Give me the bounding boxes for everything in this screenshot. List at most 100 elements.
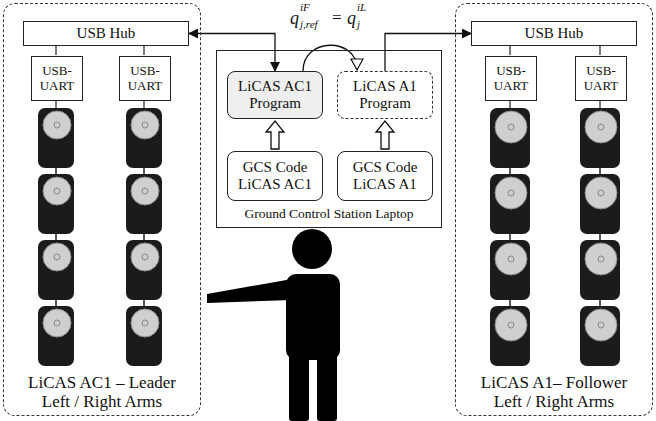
servo-axis: [54, 254, 60, 260]
servo-body: [38, 108, 74, 168]
usb-link: [385, 34, 471, 72]
servo-axis: [142, 320, 148, 326]
servo-axis: [598, 256, 604, 262]
servo-axis: [598, 124, 604, 130]
link: [55, 234, 57, 240]
box-label: LiCAS A1 Program: [344, 78, 426, 112]
box-label: USB Hub: [525, 25, 584, 42]
wire: [143, 45, 144, 55]
servo-body: [38, 306, 74, 366]
equation-term: j,ref: [300, 19, 318, 30]
servo-horn: [131, 309, 159, 337]
code-box: GCS Code LiCAS A1: [337, 151, 433, 201]
group-label: LiCAS AC1 – Leader Left / Right Arms: [27, 373, 177, 411]
servo-horn: [495, 177, 527, 209]
wire: [143, 100, 144, 108]
servo-axis: [508, 124, 514, 130]
servo-axis: [598, 322, 604, 328]
usb-uart-box: USB-UART: [575, 56, 627, 101]
servo-horn: [585, 177, 617, 209]
servo-horn: [585, 243, 617, 275]
arm: [207, 279, 292, 303]
wire: [55, 45, 56, 55]
equation-term: j: [357, 19, 360, 30]
servo-body: [38, 174, 74, 234]
leg: [289, 350, 309, 421]
servo-chains: [38, 100, 620, 366]
box-label: GCS Code LiCAS AC1: [234, 159, 316, 193]
link: [55, 300, 57, 306]
usb-hub-box: USB Hub: [471, 21, 637, 46]
servo-axis: [54, 320, 60, 326]
link: [143, 168, 145, 174]
program-box: LiCAS AC1 Program: [227, 71, 323, 119]
link: [509, 234, 511, 240]
servo-horn: [131, 111, 159, 139]
link: [599, 234, 601, 240]
servo-horn: [495, 111, 527, 143]
equation-term: iF: [300, 2, 310, 13]
servo-axis: [142, 254, 148, 260]
equation-term: =: [332, 9, 342, 26]
leg: [317, 350, 337, 421]
servo-axis: [598, 190, 604, 196]
servo-body: [490, 306, 530, 366]
servo-body: [126, 306, 162, 366]
box-label: USB-UART: [37, 64, 77, 93]
operator-silhouette: [207, 229, 340, 421]
arm-group: LiCAS AC1 – Leader Left / Right Arms USB …: [3, 3, 201, 416]
usb-uart-box: USB-UART: [31, 56, 83, 101]
servo-body: [490, 174, 530, 234]
wire: [509, 100, 510, 108]
servo-body: [126, 174, 162, 234]
program-box: LiCAS A1 Program: [337, 71, 433, 119]
box-label: USB-UART: [125, 64, 165, 93]
link: [509, 300, 511, 306]
servo-body: [490, 240, 530, 300]
box-label: GCS Code LiCAS A1: [344, 159, 426, 193]
servo-horn: [43, 111, 71, 139]
servo-horn: [43, 309, 71, 337]
servo-horn: [585, 309, 617, 341]
servo-axis: [508, 322, 514, 328]
servo-axis: [142, 122, 148, 128]
link: [143, 300, 145, 306]
wire: [55, 100, 56, 108]
servo-body: [580, 174, 620, 234]
group-label: LiCAS A1– Follower Left / Right Arms: [479, 373, 629, 411]
laptop-label: Ground Control Station Laptop: [217, 206, 441, 221]
equation-term: q: [290, 9, 299, 27]
servo-horn: [43, 243, 71, 271]
servo-body: [580, 306, 620, 366]
servo-horn: [131, 243, 159, 271]
servo-horn: [131, 177, 159, 205]
link: [509, 168, 511, 174]
servo-horn: [495, 243, 527, 275]
link: [599, 168, 601, 174]
servo-horn: [585, 111, 617, 143]
code-box: GCS Code LiCAS AC1: [227, 151, 323, 201]
usb-uart-box: USB-UART: [485, 56, 537, 101]
block-arrow: [376, 121, 394, 149]
usb-hub-box: USB Hub: [23, 21, 189, 46]
equation-term: q: [347, 9, 356, 27]
servo-body: [580, 108, 620, 168]
servo-axis: [508, 190, 514, 196]
servo-axis: [508, 256, 514, 262]
equation-term: iL: [357, 2, 366, 13]
link: [55, 168, 57, 174]
servo-body: [38, 240, 74, 300]
servo-body: [126, 108, 162, 168]
usb-link: [189, 34, 275, 72]
servo-body: [126, 240, 162, 300]
usb-uart-box: USB-UART: [119, 56, 171, 101]
head: [292, 229, 332, 269]
servo-body: [580, 240, 620, 300]
wire: [509, 45, 510, 55]
box-label: LiCAS AC1 Program: [234, 78, 316, 112]
laptop-box: Ground Control Station Laptop LiCAS AC1 P…: [216, 50, 442, 228]
servo-horn: [43, 177, 71, 205]
servo-axis: [54, 122, 60, 128]
wire: [599, 45, 600, 55]
